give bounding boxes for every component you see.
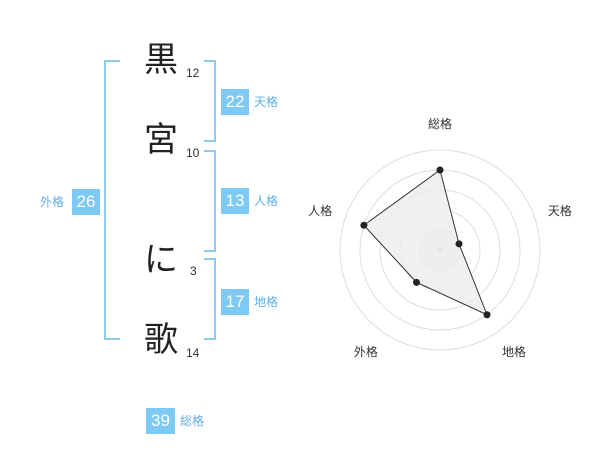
name-char-4: 歌 bbox=[144, 320, 178, 360]
radar-axis-label-2: 天格 bbox=[548, 203, 572, 218]
stroke-count-4: 14 bbox=[186, 346, 200, 360]
tenkaku-score: 22 bbox=[221, 89, 249, 115]
chikaku-bracket bbox=[204, 258, 216, 340]
radar-point-2 bbox=[455, 240, 463, 248]
name-char-2: 宮 bbox=[144, 120, 178, 160]
soukaku-label: 総格 bbox=[180, 414, 205, 428]
jinkaku-bracket bbox=[204, 150, 216, 252]
name-char-3: に bbox=[144, 240, 178, 280]
stroke-count-1: 12 bbox=[186, 66, 200, 80]
radar-point-3 bbox=[483, 311, 491, 319]
jinkaku-label: 人格 bbox=[254, 194, 279, 208]
jinkaku-score: 13 bbox=[221, 188, 249, 214]
radar-point-4 bbox=[412, 278, 420, 286]
stroke-count-2: 10 bbox=[186, 146, 200, 160]
radar-axis-label-5: 人格 bbox=[308, 203, 332, 218]
radar-axis-label-3: 地格 bbox=[502, 344, 526, 359]
stroke-count-3: 3 bbox=[190, 264, 197, 278]
tenkaku-label: 天格 bbox=[254, 95, 279, 109]
gaikaku-score: 26 bbox=[72, 189, 100, 215]
radar-series-area bbox=[363, 169, 488, 316]
tenkaku-bracket bbox=[204, 60, 216, 142]
radar-point-1 bbox=[436, 166, 444, 174]
soukaku-score: 39 bbox=[146, 408, 175, 434]
radar-point-5 bbox=[360, 221, 368, 229]
radar-axis-label-4: 外格 bbox=[354, 344, 378, 359]
chikaku-score: 17 bbox=[221, 289, 249, 315]
gaikaku-bracket bbox=[104, 60, 120, 340]
chikaku-label: 地格 bbox=[254, 295, 279, 309]
radar-axis-label-1: 総格 bbox=[428, 116, 452, 131]
name-char-1: 黒 bbox=[144, 40, 178, 80]
gaikaku-label: 外格 bbox=[40, 195, 65, 209]
radar-ring-5 bbox=[339, 149, 541, 351]
